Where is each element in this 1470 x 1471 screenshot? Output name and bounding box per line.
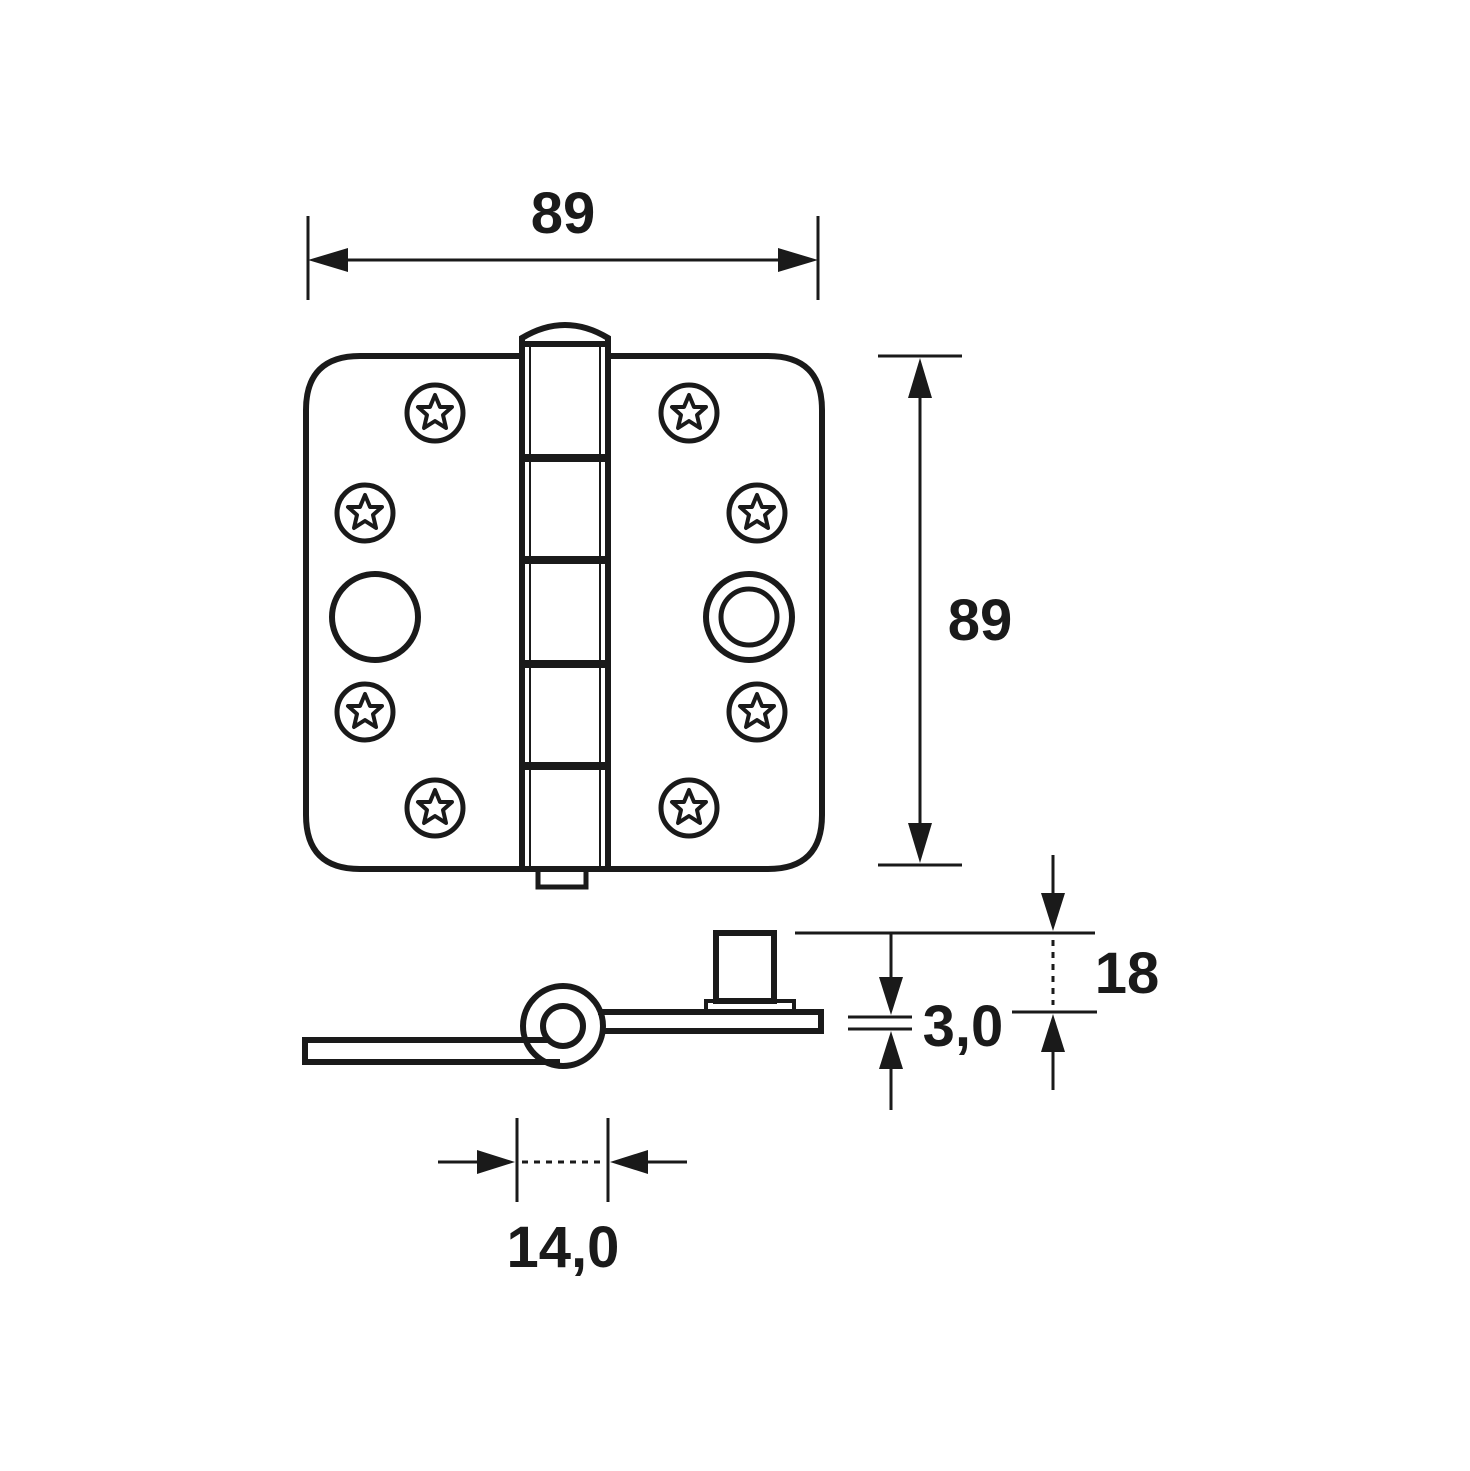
screw-icon (661, 780, 717, 836)
right-leaf (608, 353, 825, 872)
right-leaf-profile (598, 1009, 824, 1034)
knuckle-diameter-label: 14,0 (507, 1215, 620, 1280)
thickness-label: 3,0 (923, 994, 1004, 1059)
screw-icon (729, 485, 785, 541)
arrow-right-icon (778, 248, 818, 272)
screw-icon (337, 684, 393, 740)
knuckle-profile-inner (540, 1003, 586, 1049)
screw-icon (729, 684, 785, 740)
knuckle (519, 341, 611, 872)
left-leaf (303, 353, 522, 872)
pin-hole-right-outer (703, 571, 795, 663)
total-height-dimension (795, 855, 1097, 1090)
screw-icon (661, 385, 717, 441)
arrow-down-icon (1041, 893, 1065, 931)
pin-stub (713, 930, 777, 1004)
arrow-left-icon (610, 1150, 648, 1174)
pin-hole-left (329, 571, 421, 663)
left-leaf-profile (302, 1037, 560, 1065)
pin-bottom (535, 866, 589, 890)
arrow-down-icon (908, 823, 932, 863)
screw-icon (407, 780, 463, 836)
arrow-up-icon (1041, 1014, 1065, 1052)
width-dimension (306, 216, 820, 300)
arrow-down-icon (879, 977, 903, 1015)
height-dimension (878, 354, 962, 867)
screw-icon (337, 485, 393, 541)
hinge-front-view (303, 322, 825, 890)
arrow-up-icon (908, 358, 932, 398)
arrow-left-icon (308, 248, 348, 272)
height-dimension-label: 89 (948, 588, 1013, 653)
arrow-right-icon (477, 1150, 515, 1174)
width-dimension-label: 89 (531, 181, 596, 246)
screw-icon (407, 385, 463, 441)
total-height-label: 18 (1095, 941, 1160, 1006)
knuckle-diameter-dimension (438, 1118, 687, 1202)
knuckle-profile-outer (520, 983, 606, 1069)
hinge-side-view (302, 930, 824, 1069)
thickness-dimension (848, 933, 912, 1110)
pin-head (519, 322, 611, 344)
pin-hole-right-inner (718, 586, 780, 648)
arrow-up-icon (879, 1031, 903, 1069)
